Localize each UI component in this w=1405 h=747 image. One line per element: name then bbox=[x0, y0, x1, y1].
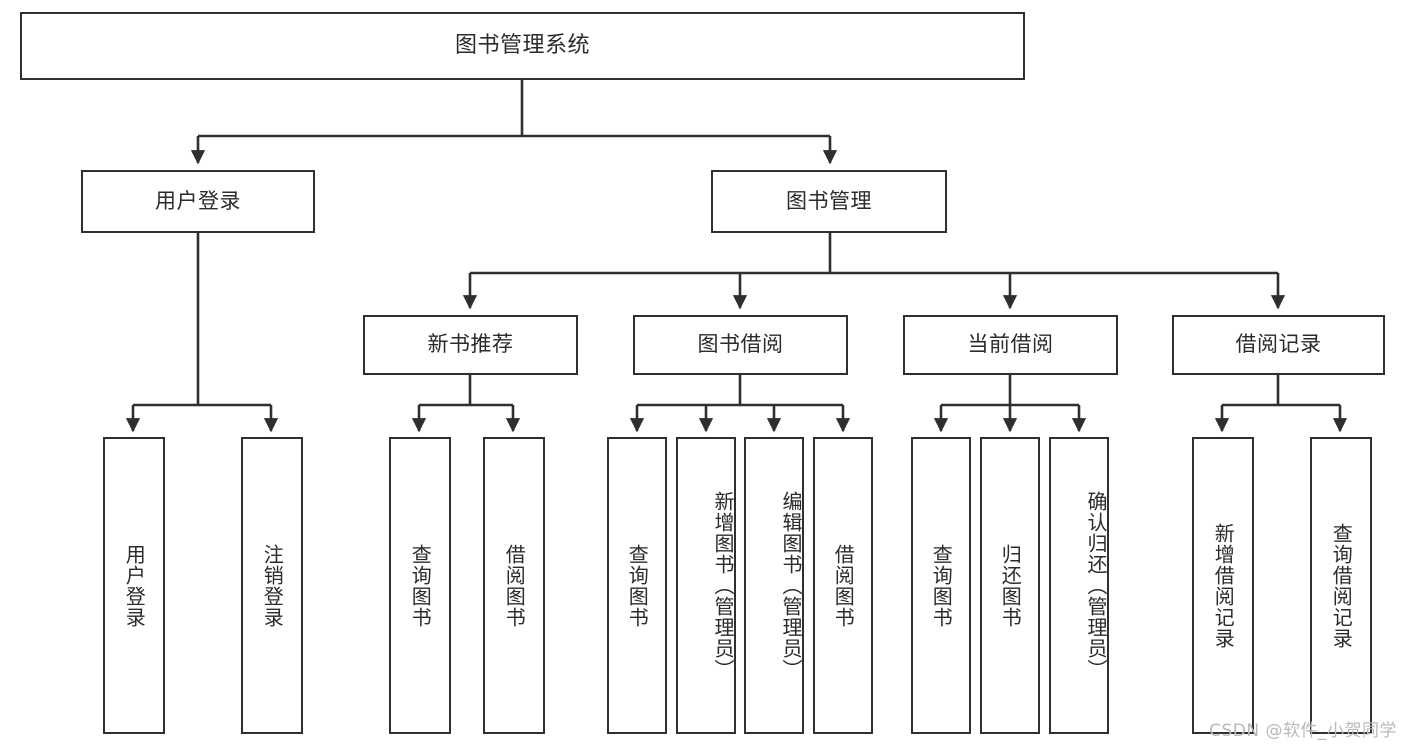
leaf-record-add-record[interactable]: 新增借阅记录 bbox=[1192, 437, 1254, 734]
leaf-user-login-logout[interactable]: 注销登录 bbox=[241, 437, 303, 734]
node-new-book-recommend[interactable]: 新书推荐 bbox=[363, 315, 578, 375]
leaf-recommend-query-book[interactable]: 查询图书 bbox=[389, 437, 451, 734]
leaf-user-login-login[interactable]: 用户登录 bbox=[103, 437, 165, 734]
node-user-login[interactable]: 用户登录 bbox=[81, 170, 315, 233]
leaf-borrow-query-book[interactable]: 查询图书 bbox=[607, 437, 667, 734]
leaf-current-query-book[interactable]: 查询图书 bbox=[911, 437, 971, 734]
leaf-current-confirm-return-admin[interactable]: 确认归还（管理员） bbox=[1049, 437, 1109, 734]
leaf-recommend-borrow-book[interactable]: 借阅图书 bbox=[483, 437, 545, 734]
node-borrow-record[interactable]: 借阅记录 bbox=[1172, 315, 1385, 375]
node-root-system[interactable]: 图书管理系统 bbox=[20, 12, 1025, 80]
leaf-current-return-book[interactable]: 归还图书 bbox=[980, 437, 1040, 734]
node-book-management[interactable]: 图书管理 bbox=[711, 170, 947, 233]
node-current-borrow[interactable]: 当前借阅 bbox=[903, 315, 1118, 375]
node-book-borrow[interactable]: 图书借阅 bbox=[633, 315, 848, 375]
leaf-record-query-record[interactable]: 查询借阅记录 bbox=[1310, 437, 1372, 734]
watermark-credit: CSDN @软件_小贺同学 bbox=[1209, 721, 1397, 741]
leaf-borrow-edit-book-admin[interactable]: 编辑图书（管理员） bbox=[744, 437, 804, 734]
leaf-borrow-borrow-book[interactable]: 借阅图书 bbox=[813, 437, 873, 734]
leaf-borrow-add-book-admin[interactable]: 新增图书（管理员） bbox=[676, 437, 736, 734]
